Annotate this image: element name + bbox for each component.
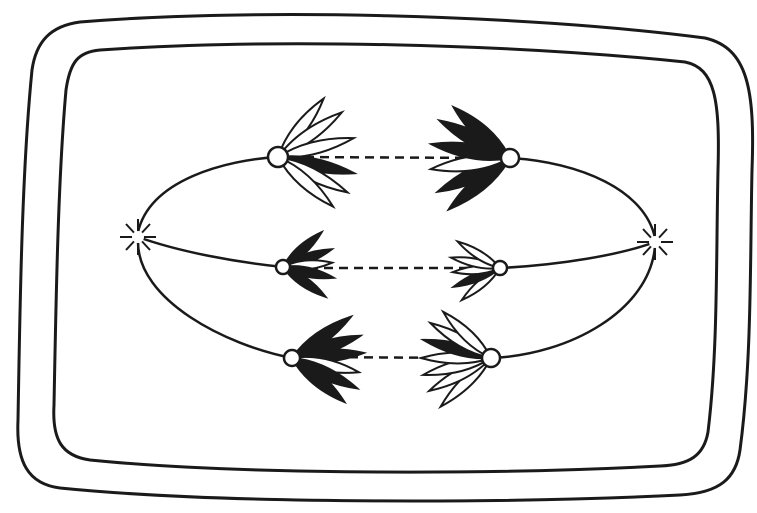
chromosome-group-bottom-right: [421, 312, 491, 407]
circle-icon: [482, 349, 500, 367]
spindle-fiber-mid-left: [138, 237, 283, 267]
chromosomes: [278, 99, 510, 407]
spindle-fiber-bottom-right: [491, 246, 655, 358]
circle-icon: [501, 149, 519, 167]
chromosome-group-top-left: [278, 99, 354, 207]
spindle-fiber-top-right: [510, 158, 655, 238]
starburst-icon: [637, 224, 673, 260]
centrosome-left: [120, 219, 156, 255]
chromosome-group-bottom-left: [292, 317, 364, 402]
circle-icon: [276, 260, 290, 274]
spindle-fiber-mid-right: [500, 242, 655, 268]
circle-icon: [284, 350, 300, 366]
cell-wall-outer: [18, 15, 753, 501]
starburst-icon: [120, 219, 156, 255]
centrosome-right: [637, 224, 673, 260]
cell-membrane-inner: [54, 44, 719, 472]
spindle-fiber-top-left: [138, 157, 278, 232]
circle-icon: [493, 261, 507, 275]
circle-icon: [268, 147, 288, 167]
spindle-fibers: [138, 157, 655, 358]
spindle-fiber-bottom-left: [138, 242, 292, 358]
